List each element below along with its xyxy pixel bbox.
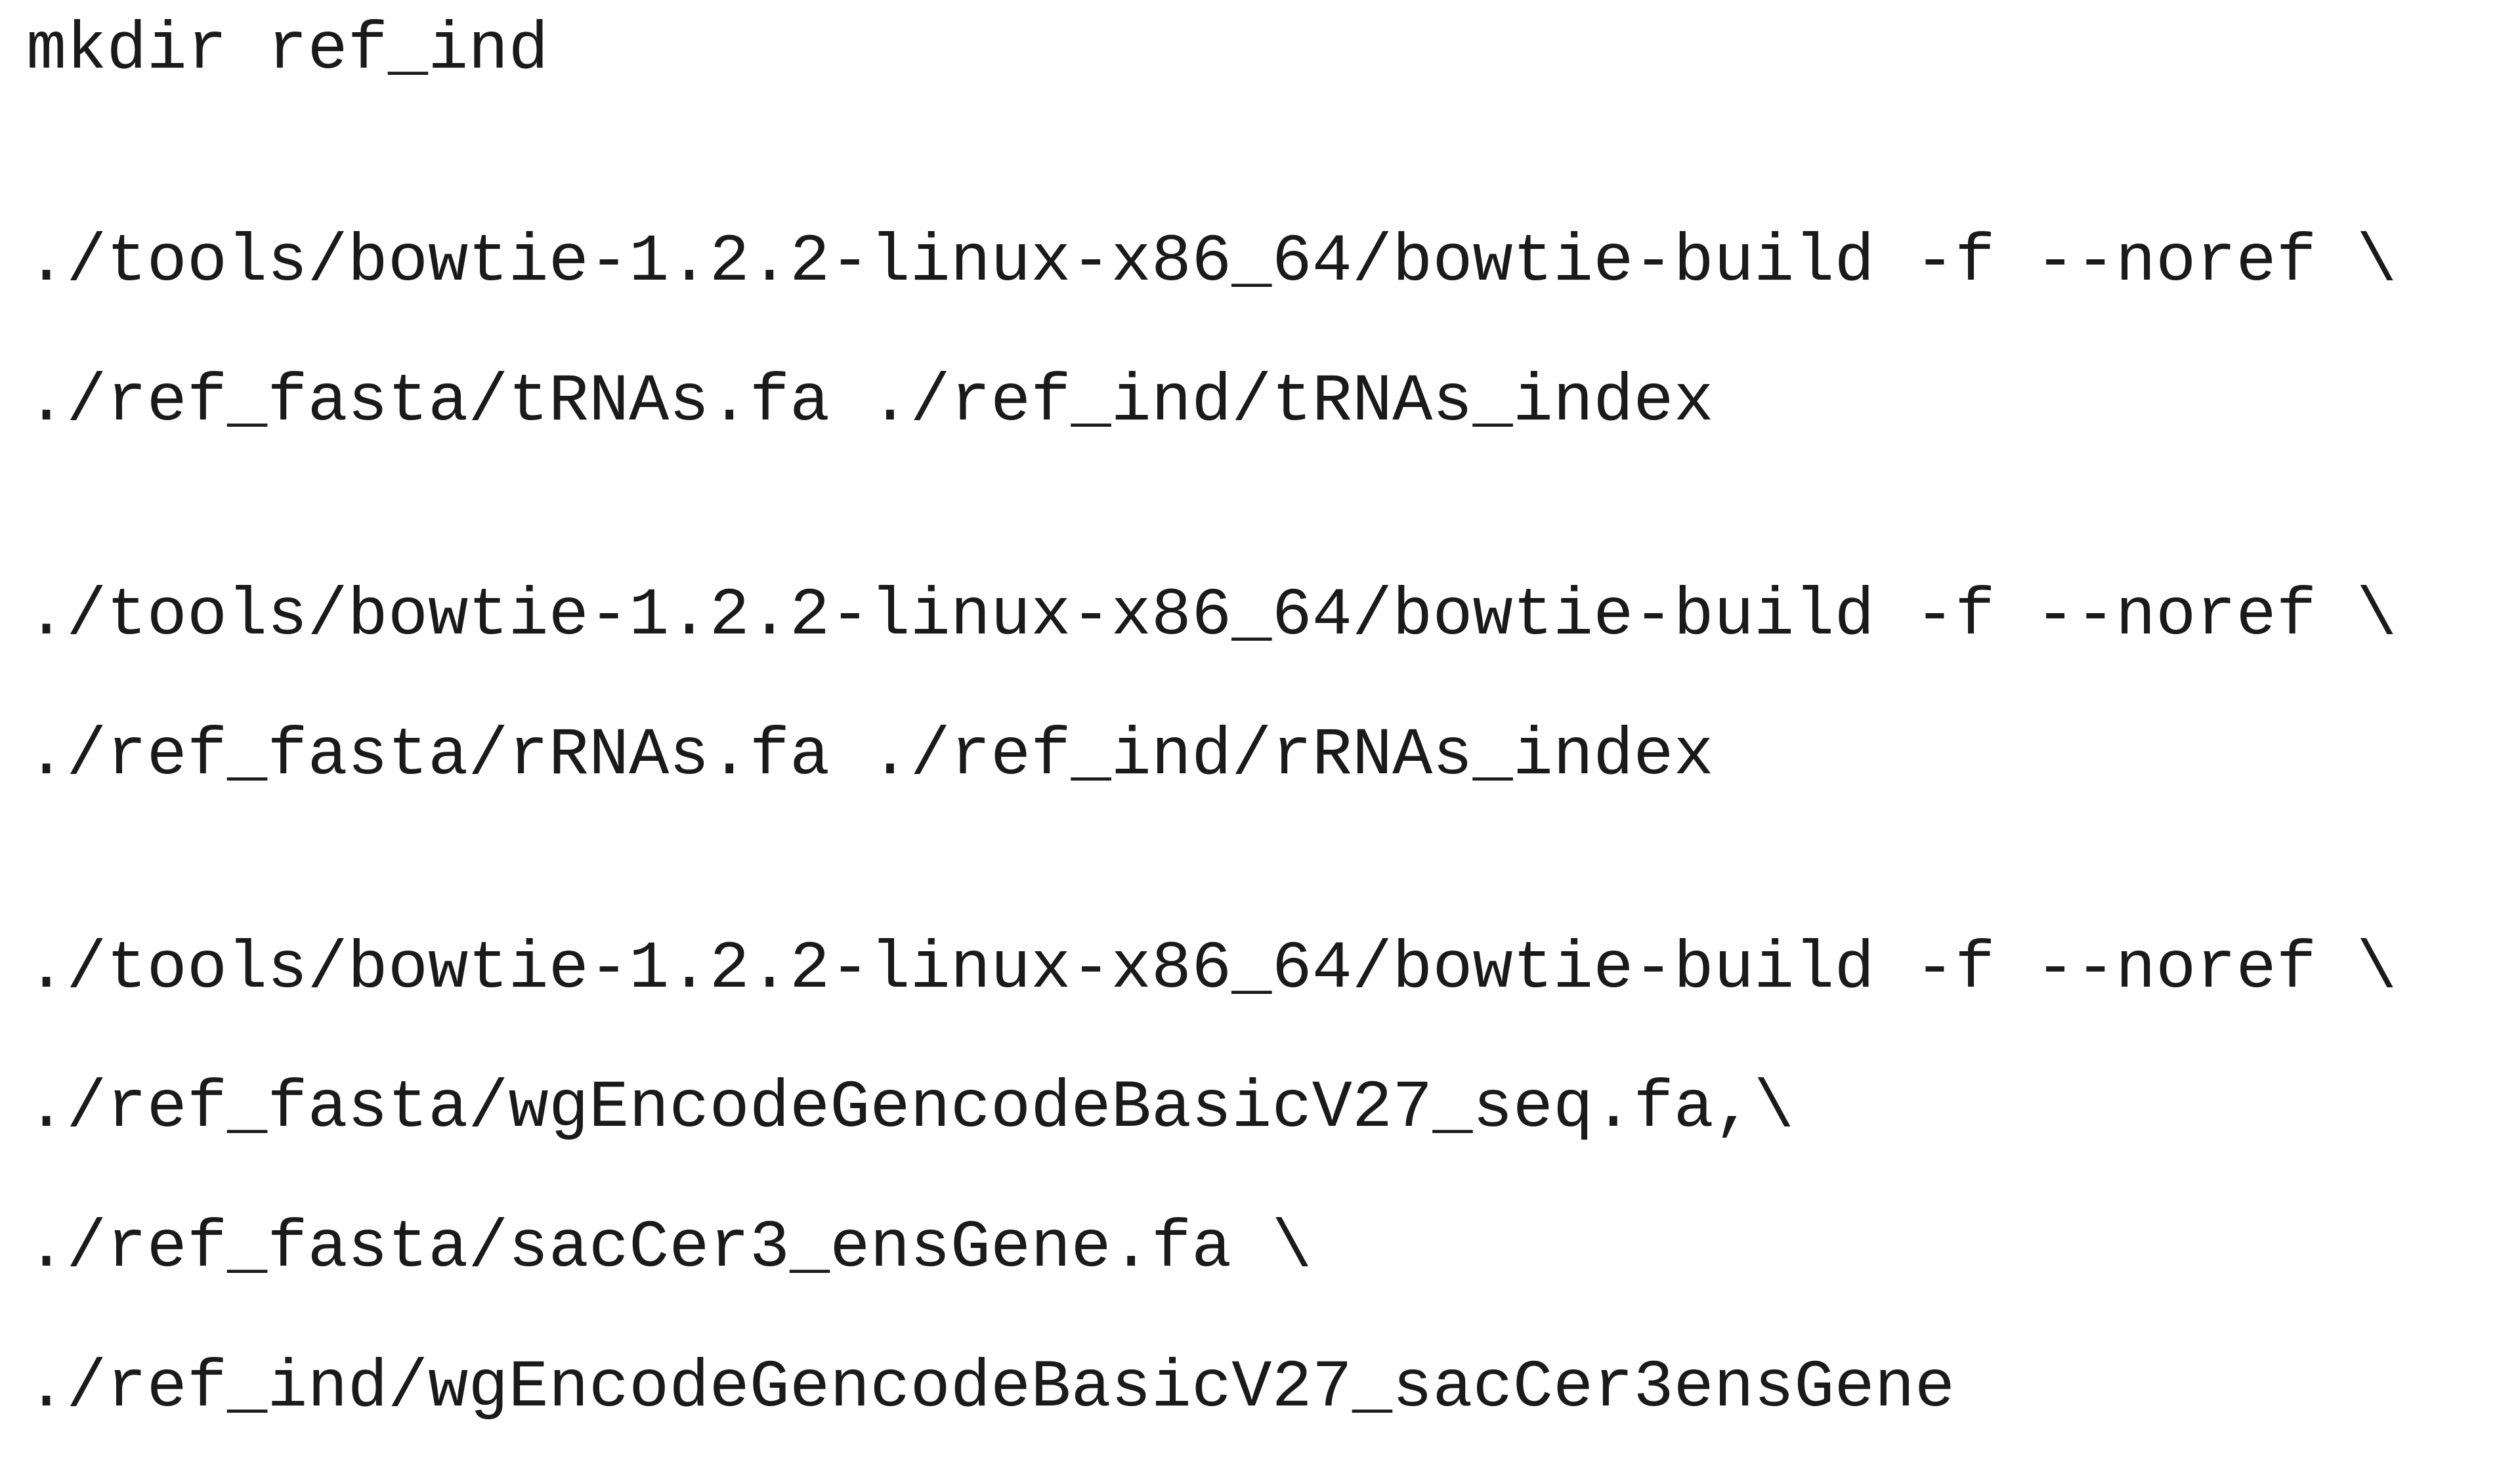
code-line-trnas-args: ./ref_fasta/tRNAs.fa ./ref_ind/tRNAs_ind…	[26, 364, 1714, 440]
code-line-saccer3-fasta: ./ref_fasta/sacCer3_ensGene.fa \	[26, 1210, 1312, 1286]
code-line-gencode-fasta: ./ref_fasta/wgEncodeGencodeBasicV27_seq.…	[26, 1070, 1795, 1146]
code-line-rrnas-args: ./ref_fasta/rRNAs.fa ./ref_ind/rRNAs_ind…	[26, 718, 1714, 794]
code-line-bowtie-build-genome: ./tools/bowtie-1.2.2-linux-x86_64/bowtie…	[26, 931, 2397, 1007]
code-line-bowtie-build-rrnas: ./tools/bowtie-1.2.2-linux-x86_64/bowtie…	[26, 578, 2397, 654]
code-line-mkdir: mkdir ref_ind	[26, 12, 549, 88]
code-line-index-output: ./ref_ind/wgEncodeGencodeBasicV27_sacCer…	[26, 1350, 1955, 1426]
code-line-bowtie-build-trnas: ./tools/bowtie-1.2.2-linux-x86_64/bowtie…	[26, 224, 2397, 300]
